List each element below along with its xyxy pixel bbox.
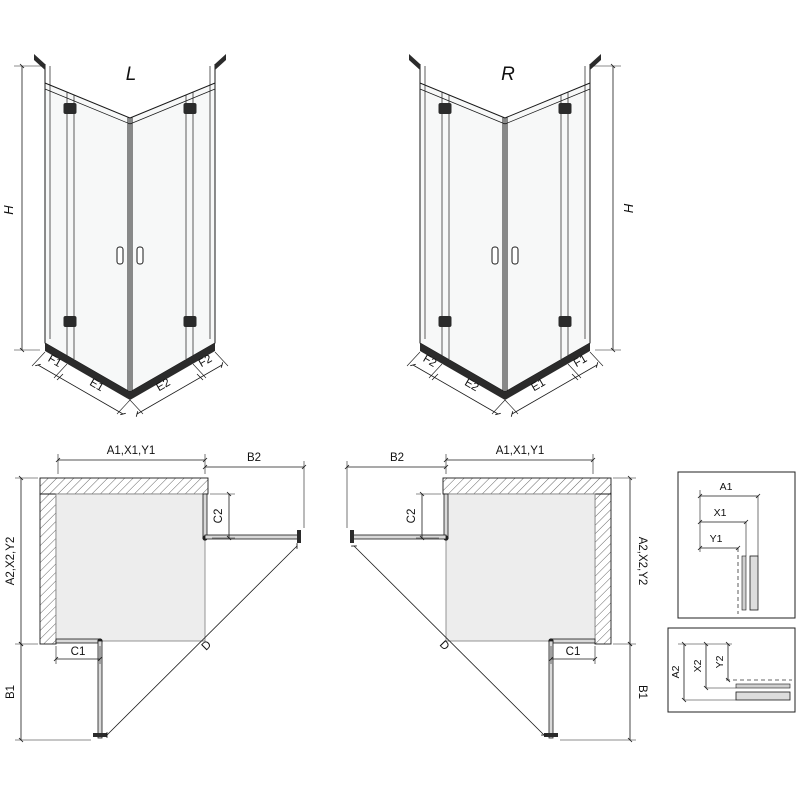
hinge-icon xyxy=(438,103,452,114)
glass-panel-right xyxy=(504,82,591,393)
dim-label-f2: F2 xyxy=(421,353,439,370)
dim-a1: A1,X1,Y1 xyxy=(55,445,208,474)
open-door-top xyxy=(204,534,301,540)
shower-tray xyxy=(55,493,206,642)
iso-view-right: R H xyxy=(406,54,636,417)
dim-label-a1x1y1: A1,X1,Y1 xyxy=(496,445,545,457)
door-handle-icon xyxy=(491,246,499,265)
door-handle-icon xyxy=(116,246,124,265)
door-handle-icon xyxy=(350,530,354,543)
dim-label-b2: B2 xyxy=(247,452,261,464)
door-handle-icon xyxy=(136,246,144,265)
detail-box-profile-horizontal: A2 X2 Y2 xyxy=(667,627,796,713)
dim-label-b1: B1 xyxy=(5,685,17,699)
wall-right xyxy=(594,493,612,645)
dim-label-c1: C1 xyxy=(566,646,581,658)
wall-profile-section xyxy=(735,691,791,701)
dim-label-c1: C1 xyxy=(71,646,86,658)
wall-profile-right xyxy=(209,54,226,341)
glass-panel-left xyxy=(419,82,506,393)
dim-label-f1: F1 xyxy=(572,353,590,370)
hinge-icon xyxy=(63,103,77,114)
dim-b2: B2 xyxy=(344,452,449,528)
wall-left xyxy=(39,493,57,645)
plan-view-right: B2 A1,X1,Y1 C2 A2,X2,Y2 B1 xyxy=(344,445,648,743)
fixed-panel-bottom xyxy=(55,638,101,644)
hinge-icon xyxy=(558,316,572,327)
dim-a2: A2,X2,Y2 xyxy=(613,475,648,647)
dim-height: H xyxy=(593,63,636,353)
dim-b1: B1 xyxy=(560,641,648,743)
hinge-icon xyxy=(438,316,452,327)
glass-panel-right xyxy=(129,82,216,393)
dim-c2: C2 xyxy=(406,491,441,541)
wall-top xyxy=(442,477,612,495)
door-handle-icon xyxy=(511,246,519,265)
door-handle-icon xyxy=(297,530,301,543)
shower-tray xyxy=(445,493,596,642)
hinge-icon xyxy=(558,103,572,114)
dim-label-a2: A2 xyxy=(670,665,682,678)
dim-label-y2: Y2 xyxy=(714,655,726,668)
dim-label-f2: F2 xyxy=(197,353,215,370)
dim-a1: A1,X1,Y1 xyxy=(443,445,596,474)
wall-top xyxy=(39,477,209,495)
glass-section xyxy=(741,555,747,611)
variant-label-left: L xyxy=(126,64,137,85)
dim-label-h: H xyxy=(621,203,636,213)
wall-profile-section xyxy=(749,555,759,611)
dim-label-a2x2y2: A2,X2,Y2 xyxy=(636,537,648,586)
dim-label-b2: B2 xyxy=(390,452,404,464)
hinge-icon xyxy=(183,103,197,114)
iso-view-left: L xyxy=(1,54,229,417)
dim-label-b1: B1 xyxy=(636,685,648,699)
open-door-bottom xyxy=(548,640,554,739)
dim-b1: B1 xyxy=(5,641,91,743)
variant-label-right: R xyxy=(501,64,515,85)
dim-label-c2: C2 xyxy=(213,509,225,524)
dim-height: H xyxy=(1,63,42,353)
hinge-icon xyxy=(183,316,197,327)
dim-label-x2: X2 xyxy=(692,659,704,672)
dim-label-x1: X1 xyxy=(714,507,727,519)
glass-section xyxy=(735,683,791,689)
open-door-bottom xyxy=(97,640,103,739)
dim-bottom-right: E2 F2 xyxy=(129,351,229,417)
plan-view-left: A1,X1,Y1 B2 C2 A2,X2,Y2 B1 xyxy=(5,445,307,743)
fixed-panel-left xyxy=(443,493,449,539)
dim-c2: C2 xyxy=(210,491,235,541)
wall-profile-left xyxy=(34,54,51,341)
detail-box-profile-vertical: A1 X1 Y1 xyxy=(677,471,796,619)
wall-profile-right xyxy=(584,54,601,341)
dim-label-a1: A1 xyxy=(720,481,733,493)
dim-c1: C1 xyxy=(53,646,103,664)
dim-label-c2: C2 xyxy=(406,509,418,524)
dim-label-y1: Y1 xyxy=(710,533,723,545)
dim-bottom-left: F2 E2 xyxy=(406,351,506,416)
fixed-panel-right xyxy=(202,493,208,539)
glass-panel-left xyxy=(44,82,131,393)
dim-a2: A2,X2,Y2 xyxy=(5,475,38,647)
dim-c1: C1 xyxy=(548,646,598,664)
dim-label-a2x2y2: A2,X2,Y2 xyxy=(5,537,17,586)
hinge-icon xyxy=(63,316,77,327)
dim-label-f1: F1 xyxy=(46,353,64,370)
dim-label-a1x1y1: A1,X1,Y1 xyxy=(107,445,156,457)
door-handle-icon xyxy=(544,733,558,737)
wall-profile-left xyxy=(409,54,426,341)
fixed-panel-bottom xyxy=(550,638,596,644)
dim-b2: B2 xyxy=(202,452,307,528)
open-door-top xyxy=(350,534,447,540)
door-handle-icon xyxy=(93,733,107,737)
dim-label-h: H xyxy=(1,205,16,215)
